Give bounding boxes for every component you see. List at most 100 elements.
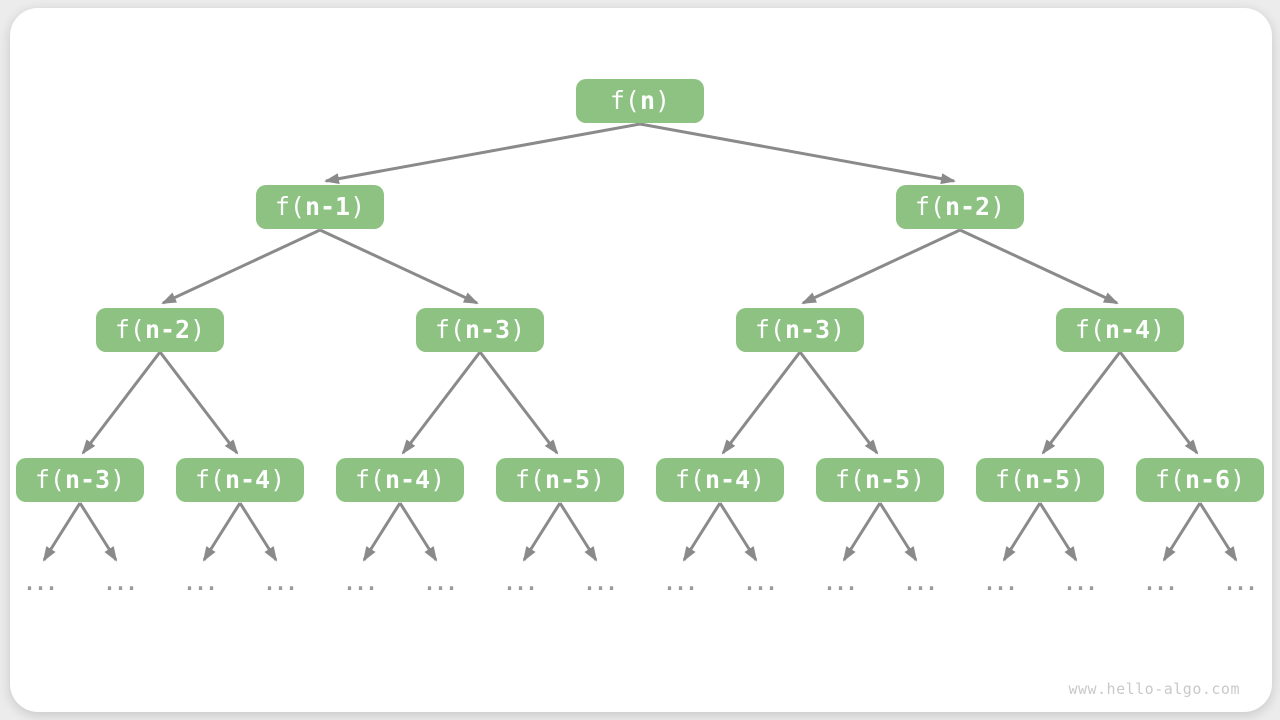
tree-node: f(n-2) <box>96 308 224 352</box>
node-label-suffix: ) <box>830 315 846 344</box>
edge-arrow <box>682 502 722 562</box>
node-label-prefix: f( <box>914 192 945 221</box>
node-label-suffix: ) <box>190 315 206 344</box>
tree-node: f(n-3) <box>736 308 864 352</box>
node-label-suffix: ) <box>750 465 766 494</box>
node-label-prefix: f( <box>274 192 305 221</box>
edge-arrow <box>1002 502 1042 562</box>
edge-arrow <box>878 502 918 562</box>
ellipsis: ... <box>343 571 377 595</box>
edge-arrow <box>1162 502 1202 562</box>
edge-arrow <box>959 228 1119 305</box>
node-label-suffix: ) <box>1230 465 1246 494</box>
ellipsis: ... <box>423 571 457 595</box>
edge-arrow <box>158 351 239 455</box>
node-label-arg: n-5 <box>544 465 591 494</box>
ellipsis: ... <box>823 571 857 595</box>
node-label-arg: n-5 <box>864 465 911 494</box>
tree-node: f(n-3) <box>416 308 544 352</box>
edge-arrow <box>324 122 641 185</box>
edge-arrow <box>401 351 482 455</box>
tree-node: f(n-4) <box>336 458 464 502</box>
edge-arrow <box>842 502 882 562</box>
edge-arrow <box>398 502 438 562</box>
ellipsis: ... <box>1063 571 1097 595</box>
edge-arrow <box>202 502 242 562</box>
tree-node: f(n-5) <box>976 458 1104 502</box>
node-label-prefix: f( <box>834 465 865 494</box>
tree-node: f(n-4) <box>1056 308 1184 352</box>
tree-node: f(n-6) <box>1136 458 1264 502</box>
node-label-prefix: f( <box>34 465 65 494</box>
ellipsis: ... <box>23 571 57 595</box>
node-label-arg: n-4 <box>1104 315 1151 344</box>
node-label-prefix: f( <box>194 465 225 494</box>
node-label-suffix: ) <box>350 192 366 221</box>
node-label-arg: n-3 <box>784 315 831 344</box>
node-label-arg: n <box>639 86 656 115</box>
node-label-suffix: ) <box>655 86 671 115</box>
node-label-prefix: f( <box>1074 315 1105 344</box>
edge-arrow <box>798 351 879 455</box>
edge-arrow <box>721 351 802 455</box>
edge-arrow <box>639 122 956 185</box>
node-label-suffix: ) <box>990 192 1006 221</box>
edge-arrow <box>1118 351 1199 455</box>
node-label-prefix: f( <box>674 465 705 494</box>
tree-node: f(n-2) <box>896 185 1024 229</box>
tree-node: f(n-3) <box>16 458 144 502</box>
tree-node-root: f(n) <box>576 79 704 123</box>
edge-arrow <box>801 228 961 305</box>
node-label-prefix: f( <box>754 315 785 344</box>
ellipsis: ... <box>983 571 1017 595</box>
node-label-arg: n-3 <box>64 465 111 494</box>
ellipsis: ... <box>1223 571 1257 595</box>
edge-arrow <box>522 502 562 562</box>
node-label-suffix: ) <box>1070 465 1086 494</box>
edge-arrow <box>478 351 559 455</box>
node-label-suffix: ) <box>270 465 286 494</box>
node-label-arg: n-3 <box>464 315 511 344</box>
node-label-arg: n-6 <box>1184 465 1231 494</box>
node-label-arg: n-5 <box>1024 465 1071 494</box>
edge-arrow <box>362 502 402 562</box>
tree-node: f(n-1) <box>256 185 384 229</box>
ellipsis: ... <box>743 571 777 595</box>
node-label-prefix: f( <box>1154 465 1185 494</box>
edge-arrow <box>42 502 82 562</box>
node-label-prefix: f( <box>994 465 1025 494</box>
edge-arrow <box>238 502 278 562</box>
ellipsis: ... <box>263 571 297 595</box>
node-label-prefix: f( <box>609 86 640 115</box>
node-label-arg: n-4 <box>704 465 751 494</box>
node-label-suffix: ) <box>910 465 926 494</box>
node-label-prefix: f( <box>354 465 385 494</box>
node-label-arg: n-4 <box>384 465 431 494</box>
ellipsis: ... <box>103 571 137 595</box>
node-label-suffix: ) <box>110 465 126 494</box>
node-label-suffix: ) <box>430 465 446 494</box>
edge-arrow <box>81 351 162 455</box>
edge-arrow <box>1041 351 1122 455</box>
node-label-arg: n-4 <box>224 465 271 494</box>
ellipsis: ... <box>583 571 617 595</box>
node-label-suffix: ) <box>1150 315 1166 344</box>
node-label-prefix: f( <box>434 315 465 344</box>
ellipsis: ... <box>503 571 537 595</box>
edge-arrow <box>78 502 118 562</box>
watermark: www.hello-algo.com <box>1068 680 1240 698</box>
ellipsis: ... <box>183 571 217 595</box>
tree-node: f(n-5) <box>496 458 624 502</box>
node-label-suffix: ) <box>510 315 526 344</box>
edge-arrow <box>161 228 321 305</box>
edge-arrow <box>1198 502 1238 562</box>
ellipsis: ... <box>903 571 937 595</box>
node-label-arg: n-1 <box>304 192 351 221</box>
edge-arrow <box>1038 502 1078 562</box>
node-label-arg: n-2 <box>144 315 191 344</box>
tree-node: f(n-4) <box>656 458 784 502</box>
tree-node: f(n-5) <box>816 458 944 502</box>
ellipsis: ... <box>663 571 697 595</box>
